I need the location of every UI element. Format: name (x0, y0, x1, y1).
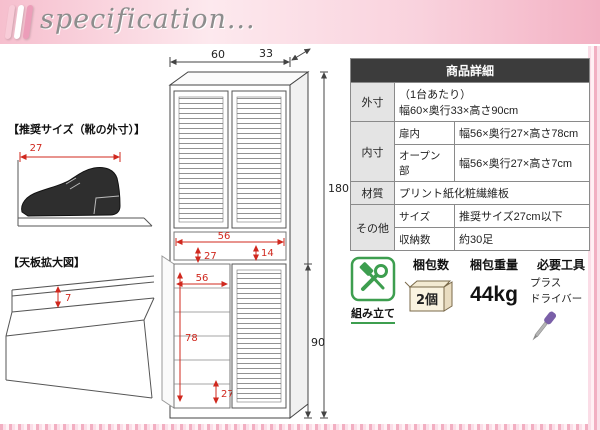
mid-inner-depth-dimension: 27 (204, 251, 217, 262)
required-tools-value: プラス ドライバー (530, 276, 592, 340)
package-weight-label: 梱包重量 (469, 258, 518, 272)
mid-inner-width-dimension: 56 (218, 231, 231, 242)
louver-panel (178, 96, 224, 223)
table-row: 内寸 扉内 幅56×奥行27×高さ78cm (350, 121, 590, 182)
louver-panel (236, 269, 282, 403)
required-tools-badge: 必要工具 プラス ドライバー (530, 256, 592, 340)
lower-height-dimension: 90 (311, 336, 325, 349)
table-row: その他 サイズ 推奨サイズ27cm以下 (350, 204, 590, 251)
assembly-badge: 組み立て (350, 256, 396, 324)
product-details-table: 商品詳細 外寸 （1台あたり） 幅60×奥行33×高さ90cm 内寸 扉内 幅5… (350, 58, 590, 251)
lower-inner-height-dimension: 78 (185, 333, 198, 344)
package-count-value: 2個 (416, 292, 438, 308)
cabinet-side-face (289, 71, 309, 420)
inner-door-label: 扉内 (394, 121, 455, 145)
outer-size-value: （1台あたり） 幅60×奥行33×高さ90cm (394, 82, 590, 122)
table-row: 収納数 約30足 (351, 227, 590, 251)
table-title: 商品詳細 (350, 58, 590, 83)
package-count-badge: 梱包数 2個 (404, 256, 458, 317)
screwdriver-icon (532, 311, 557, 340)
mid-gap-dimension: 14 (261, 248, 274, 259)
tools-line2: ドライバー (530, 292, 583, 305)
dim-line (291, 48, 311, 61)
open-section (173, 231, 287, 261)
inner-size-label: 内寸 (350, 121, 395, 182)
width-dimension: 60 (211, 48, 225, 61)
material-label: 材質 (350, 181, 395, 205)
capacity-label: 収納数 (394, 227, 455, 251)
capacity-value: 約30足 (454, 227, 590, 251)
package-weight-value: 44kg (470, 283, 518, 306)
page-title: specification... (40, 4, 256, 35)
topboard-drawing: 7 (5, 275, 155, 399)
recommended-size-label: 【推奨サイズ（靴の外寸）】 (8, 124, 146, 136)
shelf-lines (17, 160, 153, 227)
topboard-label: 【天板拡大図】 (8, 257, 85, 269)
inner-open-value: 幅56×奥行27×高さ7cm (454, 144, 590, 182)
shoe-detail-lines (65, 177, 120, 215)
outer-size-label: 外寸 (350, 82, 395, 122)
package-count-label: 梱包数 (412, 258, 449, 272)
outer-size-line2: 幅60×奥行33×高さ90cm (399, 105, 519, 117)
louver-panel (236, 96, 282, 223)
spec-header: specification... (0, 0, 600, 46)
info-badges: 組み立て 梱包数 2個 梱包重量 44kg 必要工具 プラス ドライバー (350, 256, 592, 340)
inner-open-label: オープン部 (394, 144, 455, 182)
tools-line1: プラス (530, 277, 562, 289)
cabinet-top-face (168, 71, 310, 86)
table-row: 外寸 （1台あたり） 幅60×奥行33×高さ90cm (350, 82, 590, 122)
topboard-lip-dimension: 7 (65, 293, 71, 304)
open-door-swung (161, 255, 175, 409)
package-weight-badge: 梱包重量 44kg (466, 256, 522, 307)
shoe-drawing: 27 (17, 143, 153, 227)
shoe-icon (21, 167, 121, 217)
table-row: 材質 プリント紙化粧繊維板 (350, 181, 590, 205)
cabinet-technical-drawing: 56 27 14 56 78 27 60 33 180 90 (161, 47, 349, 420)
topboard-lines (5, 275, 155, 399)
lower-inner-width-dimension: 56 (196, 273, 209, 284)
depth-dimension: 33 (259, 47, 273, 60)
other-size-label: サイズ (394, 204, 455, 228)
assembly-label: 組み立て (351, 305, 395, 324)
package-box-icon: 2個 (404, 280, 453, 312)
other-size-value: 推奨サイズ27cm以下 (454, 204, 590, 228)
total-height-dimension: 180 (328, 182, 349, 195)
ribbon-stripe-icon (22, 5, 34, 39)
outer-size-line1: （1台あたり） (399, 89, 472, 101)
lower-bottom-depth-dimension: 27 (221, 389, 234, 400)
assembly-tools-icon (350, 256, 396, 302)
required-tools-label: 必要工具 (536, 258, 585, 272)
shoe-length-dimension: 27 (30, 143, 43, 154)
other-label: その他 (350, 204, 395, 251)
shelf-lines (174, 287, 230, 385)
material-value: プリント紙化粧繊維板 (394, 181, 590, 205)
inner-door-value: 幅56×奥行27×高さ78cm (454, 121, 590, 145)
